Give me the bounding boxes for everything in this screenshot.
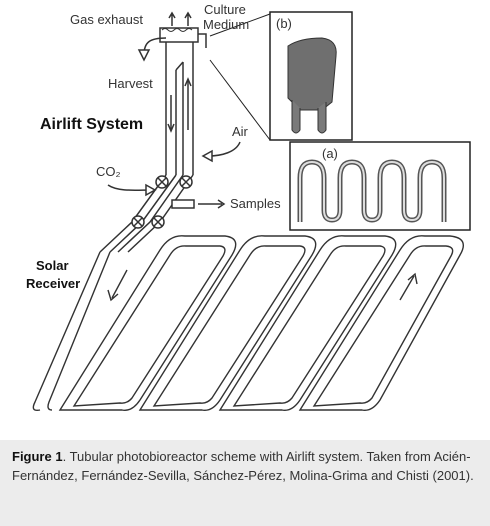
inset-b-label: (b) bbox=[276, 16, 292, 31]
airlift-column bbox=[137, 11, 207, 175]
culture-medium-label-2: Medium bbox=[203, 17, 250, 32]
feed-pipes bbox=[99, 141, 241, 253]
inset-a bbox=[289, 141, 471, 231]
figure-label: Figure 1 bbox=[12, 449, 63, 464]
photobioreactor-diagram bbox=[32, 11, 471, 412]
figure-caption: Figure 1. Tubular photobioreactor scheme… bbox=[12, 447, 482, 485]
co2-label: CO₂ bbox=[96, 164, 121, 179]
inset-b bbox=[209, 11, 353, 141]
solar-receiver-label-2: Receiver bbox=[26, 276, 81, 291]
solar-receiver-label-1: Solar bbox=[36, 258, 69, 273]
air-label: Air bbox=[232, 124, 248, 139]
samples-label: Samples bbox=[230, 196, 281, 211]
caption-box bbox=[0, 440, 490, 526]
caption-text: . Tubular photobioreactor scheme with Ai… bbox=[12, 449, 474, 483]
harvest-label: Harvest bbox=[108, 76, 153, 91]
solar-receiver bbox=[32, 235, 464, 412]
airlift-system-label: Airlift System bbox=[40, 116, 144, 133]
inset-a-label: (a) bbox=[322, 146, 338, 161]
culture-medium-label-1: Culture bbox=[204, 2, 246, 17]
gas-exhaust-label: Gas exhaust bbox=[70, 12, 143, 27]
